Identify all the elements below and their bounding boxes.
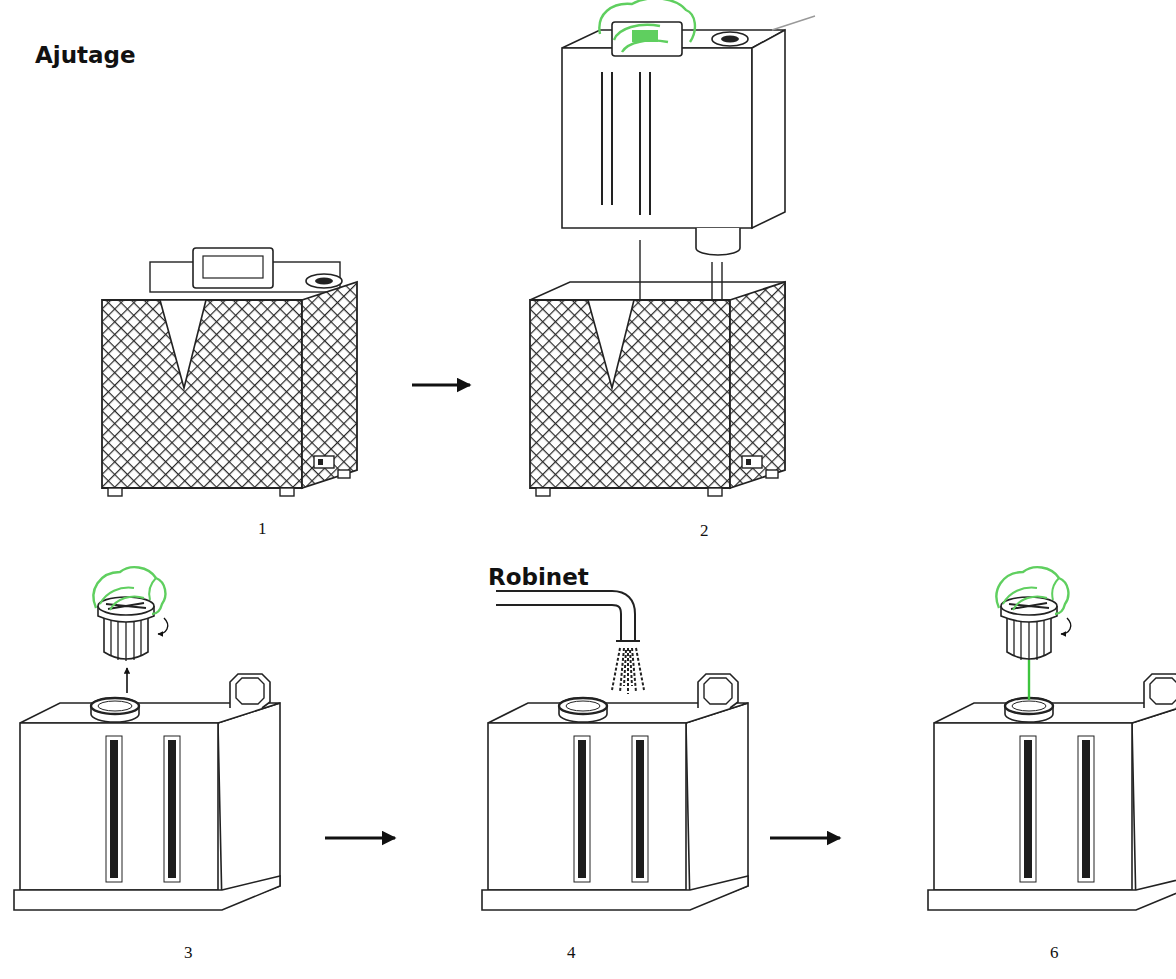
tank-knob: [721, 36, 739, 43]
hand: [632, 30, 658, 42]
step-number: 3: [184, 944, 193, 961]
tank-filling: [482, 598, 748, 910]
part-label: Ajutage: [35, 44, 136, 67]
water-stream: [612, 648, 644, 694]
tank-handle: [203, 256, 263, 278]
tank-knob: [315, 278, 333, 285]
step-number: 1: [258, 520, 267, 537]
woven-housing: [530, 282, 785, 496]
tank-body: [562, 48, 752, 228]
tank-side: [752, 30, 785, 228]
housing-post: [640, 240, 722, 300]
tank-handle: [193, 248, 273, 288]
lift-arrow: [126, 668, 128, 693]
step-number: 2: [700, 522, 709, 539]
tank-knob: [306, 274, 342, 288]
cap-removal: [14, 567, 280, 910]
step-arrow: [412, 384, 470, 387]
tank-groove: [602, 72, 650, 215]
faucet: [616, 640, 640, 642]
assembled-humidifier: [102, 248, 357, 496]
leader-line: [772, 16, 815, 30]
tank-nozzle: [696, 228, 740, 255]
tank-knob: [712, 32, 748, 46]
water-tank: [482, 674, 748, 910]
cap-in-hand: [93, 567, 167, 661]
cap-refitting: [928, 567, 1176, 910]
faucet: [496, 598, 628, 640]
step-number: 4: [567, 944, 576, 961]
step-arrow: [770, 837, 840, 840]
part-label: Robinet: [488, 566, 589, 589]
water-tank: [928, 674, 1176, 910]
hand: [599, 0, 695, 52]
woven-housing: [102, 282, 357, 496]
tank-lifted-out: [530, 0, 815, 496]
faucet: [496, 598, 628, 640]
step-number: 6: [1050, 944, 1059, 961]
water-tank: [14, 674, 280, 910]
step-arrow: [325, 837, 395, 840]
alignment-line: [1028, 660, 1030, 700]
cap-in-hand: [996, 567, 1070, 661]
